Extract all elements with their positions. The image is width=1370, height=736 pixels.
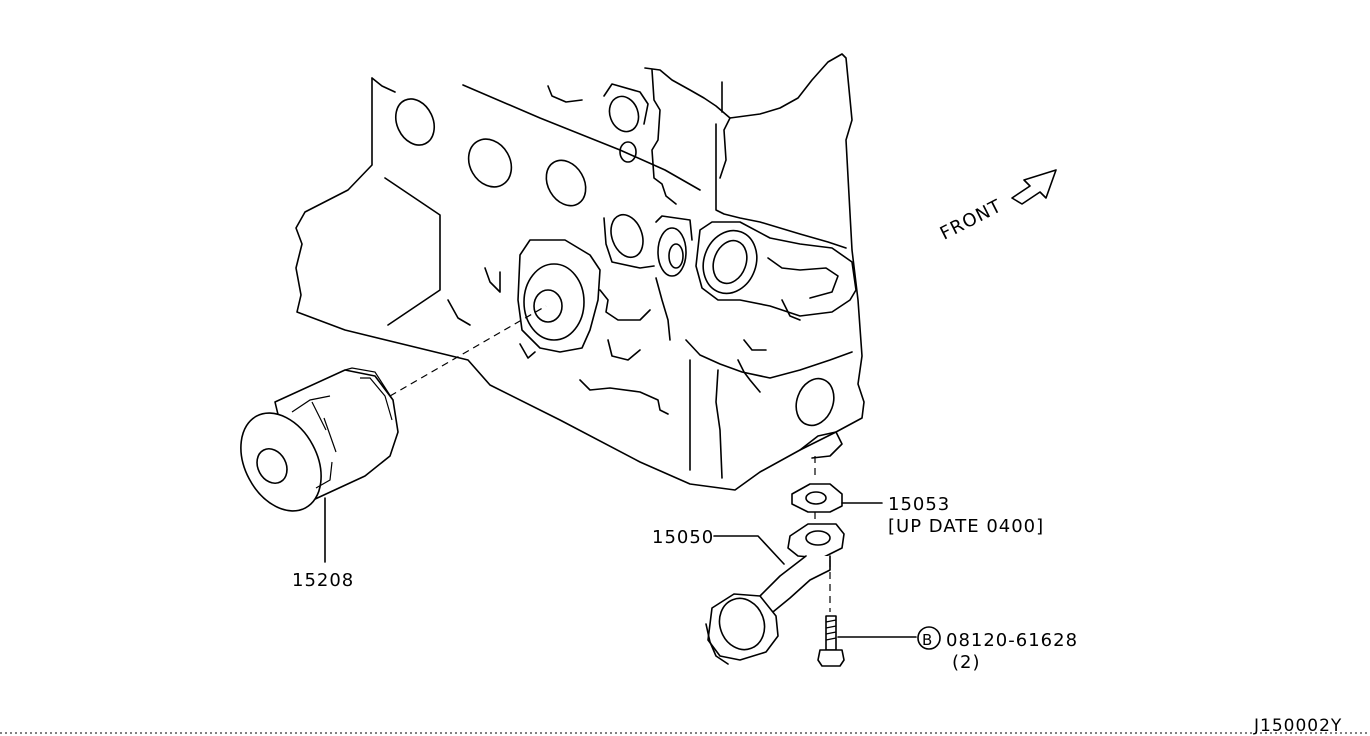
bolt: B 08120-61628 (2)	[817, 560, 1078, 673]
gasket: 15053 [UP DATE 0400]	[791, 456, 1044, 537]
front-arrow-icon	[1011, 169, 1057, 205]
bolt-badge	[917, 626, 941, 650]
diagram-code: J150002Y	[1253, 716, 1342, 736]
part-number-15053: 15053	[888, 494, 950, 515]
gasket-update-note: [UP DATE 0400]	[888, 516, 1044, 537]
front-label: FRONT	[937, 196, 1006, 245]
engine-block	[295, 53, 865, 491]
front-indicator: FRONT	[937, 169, 1057, 245]
bolt-badge-label: B	[922, 631, 932, 649]
part-number-15050: 15050	[652, 527, 714, 548]
oil-filter: 15208	[240, 305, 547, 591]
bolt-quantity: (2)	[952, 652, 981, 673]
part-number-15208: 15208	[292, 570, 354, 591]
part-number-08120-61628: 08120-61628	[946, 630, 1078, 651]
oil-strainer: 15050	[652, 512, 845, 665]
